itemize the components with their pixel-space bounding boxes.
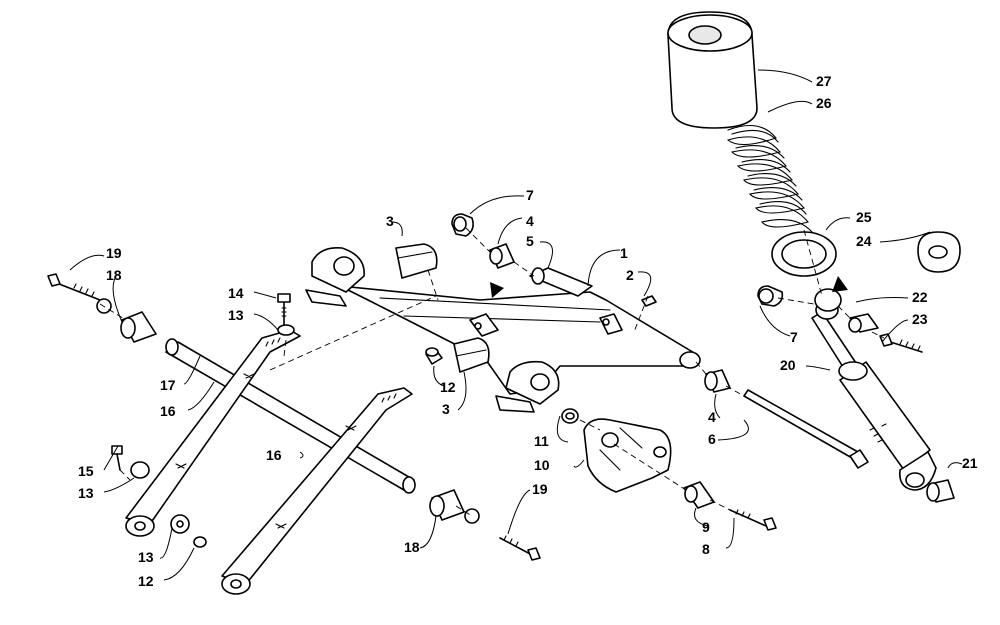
callout-4-lower: 4	[708, 409, 716, 425]
callout-25: 25	[856, 209, 872, 225]
part-pivot-tube	[529, 267, 593, 297]
part-bushing-4-lower	[704, 369, 731, 393]
callout-16-left: 16	[160, 403, 176, 419]
callout-15: 15	[78, 463, 94, 479]
part-shock-absorber	[811, 300, 937, 491]
callout-5: 5	[526, 233, 534, 249]
callout-2: 2	[626, 267, 634, 283]
part-spacer-9	[683, 481, 715, 509]
part-spring-retainer	[917, 231, 961, 273]
part-wear-block-lower	[453, 337, 490, 373]
part-bushing-18-right	[429, 489, 465, 521]
callout-22: 22	[912, 289, 928, 305]
part-arm-16-right	[221, 387, 413, 595]
part-wear-block-upper	[395, 243, 438, 279]
callout-13-lower: 13	[138, 549, 154, 565]
callout-21: 21	[962, 455, 978, 471]
part-coil-spring	[726, 124, 813, 233]
part-bushing-18-left	[120, 311, 157, 343]
direction-arrow-left	[490, 282, 504, 298]
part-washer-13-mid	[130, 461, 150, 479]
callout-numbers: 1 2 3 3 4 4 5 6 7 7 8 9 10 11 12 12 13 1…	[78, 73, 978, 589]
part-bump-stop	[667, 11, 758, 129]
part-bracket	[583, 418, 672, 493]
part-fitting-12-upper	[425, 347, 443, 365]
part-washer-13-upper	[277, 324, 295, 336]
callout-19-right: 19	[532, 481, 548, 497]
callout-24: 24	[856, 233, 872, 249]
callout-6: 6	[708, 431, 716, 447]
callout-9: 9	[702, 519, 710, 535]
callout-13-mid: 13	[78, 485, 94, 501]
part-washer-13-lower	[170, 514, 190, 534]
callout-4-upper: 4	[526, 213, 534, 229]
part-nut-7-upper	[451, 213, 474, 237]
callout-3-lower: 3	[442, 401, 450, 417]
callout-11: 11	[534, 433, 549, 449]
part-bolt-15	[111, 445, 123, 471]
callout-7-upper: 7	[526, 187, 534, 203]
part-bolt-19-right	[464, 508, 541, 561]
part-bushing-4-upper	[489, 243, 515, 269]
callout-19-left: 19	[106, 245, 122, 261]
callout-1: 1	[620, 245, 628, 261]
leader-lines	[69, 69, 963, 581]
part-bolt-14	[277, 293, 291, 327]
callout-17: 17	[160, 377, 176, 393]
callout-3-upper: 3	[386, 213, 394, 229]
part-bushing-21	[926, 479, 955, 503]
part-shock-eye-upper	[814, 288, 842, 312]
assembly-lines	[99, 227, 885, 517]
part-nut-7-lower	[757, 285, 784, 307]
part-arm-end-left	[305, 246, 365, 307]
direction-arrow-right	[832, 276, 848, 292]
part-fitting-12-lower	[193, 536, 207, 548]
callout-27: 27	[816, 73, 832, 89]
part-long-bolt	[743, 389, 869, 469]
part-nut-11	[561, 408, 579, 424]
callout-10: 10	[534, 457, 550, 473]
callout-16-right: 16	[266, 447, 282, 463]
callout-14: 14	[228, 285, 244, 301]
callout-7-lower: 7	[790, 329, 798, 345]
callout-23: 23	[912, 311, 928, 327]
part-bushing-22	[848, 313, 879, 333]
callout-12-upper: 12	[440, 379, 456, 395]
callout-18-left: 18	[106, 267, 122, 283]
part-bolt-19-left	[47, 273, 112, 314]
part-arm-end-right	[495, 360, 560, 413]
callout-18-right: 18	[404, 539, 420, 555]
callout-26: 26	[816, 95, 832, 111]
callout-13-upper: 13	[228, 307, 244, 323]
callout-20: 20	[780, 357, 796, 373]
part-spring-seat	[771, 231, 837, 277]
part-arm-16-left	[125, 329, 301, 537]
part-bolt-8	[729, 509, 777, 531]
callout-12-lower: 12	[138, 573, 154, 589]
callout-8: 8	[702, 541, 710, 557]
